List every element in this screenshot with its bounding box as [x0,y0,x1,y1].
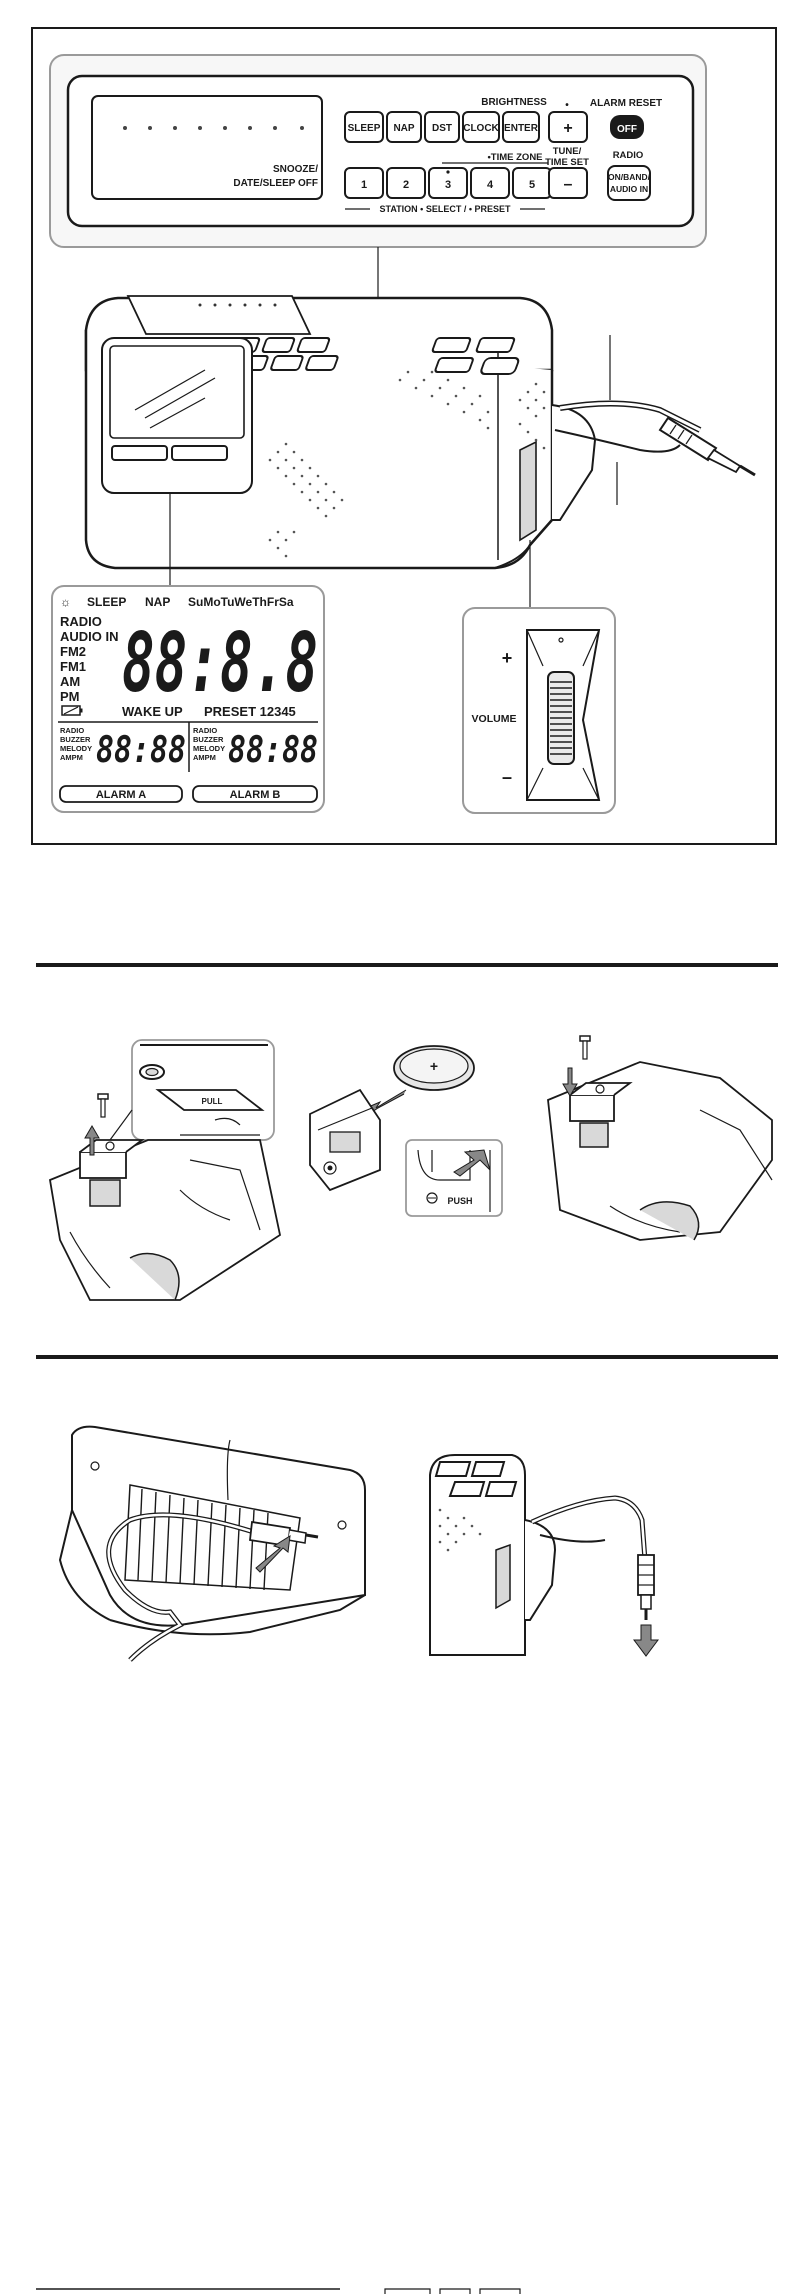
enter-button[interactable]: ENTER [502,111,540,143]
control-panel-detail: SNOOZE/ DATE/SLEEP OFF BRIGHTNESS • ALAR… [49,54,707,248]
off-button[interactable]: OFF [610,115,644,139]
alarm-b-label: ALARM B [230,789,281,801]
alarm-reset-label: ALARM RESET [590,98,662,109]
tune-label: TUNE/ [553,146,582,157]
svg-text:ENTER: ENTER [504,123,539,134]
svg-text:+: + [563,120,572,137]
lcd-source-pm: PM [60,689,80,704]
svg-text:RADIO: RADIO [60,726,84,735]
svg-text:BUZZER: BUZZER [193,735,224,744]
station-select-preset-label: STATION • SELECT / • PRESET [380,204,511,214]
coin-battery-plus: + [430,1058,438,1074]
volume-minus: – [502,767,512,787]
minus-button[interactable]: – [548,167,588,199]
lcd-source-radio: RADIO [60,614,102,629]
alarm-a-digits: 88:88 [96,730,186,771]
svg-text:ON/BAND/: ON/BAND/ [608,172,651,182]
audio-cable-side-view [429,1454,659,1657]
section-rule-1 [36,963,778,967]
svg-text:DST: DST [432,123,452,134]
lcd-source-audio-in: AUDIO IN [60,629,119,644]
svg-text:BUZZER: BUZZER [60,735,91,744]
volume-plus: + [502,648,513,668]
svg-text:2: 2 [403,179,409,191]
svg-text:AMPM: AMPM [193,753,216,762]
preset-button-2[interactable]: 2 [386,167,426,199]
svg-text:3: 3 [445,179,451,191]
svg-text:4: 4 [487,179,494,191]
lcd-big-digits: 88:8.8 [122,616,318,711]
clock-radio-illustration [84,295,756,570]
battery-step-2: + PUSH [309,1045,503,1217]
date-sleep-off-label: DATE/SLEEP OFF [233,178,318,189]
section-rule-2 [36,1355,778,1359]
svg-text:AUDIO IN: AUDIO IN [610,184,648,194]
svg-text:MELODY: MELODY [60,744,92,753]
svg-text:•: • [565,100,569,111]
preset-button-5[interactable]: 5 [512,167,552,199]
battery-step-3 [547,1035,773,1241]
lcd-wake-up: WAKE UP [122,704,183,719]
radio-on-band-button[interactable]: ON/BAND/AUDIO IN [607,165,651,201]
svg-text:RADIO: RADIO [193,726,217,735]
audio-cable-rear-view [58,1425,366,1662]
lcd-nap: NAP [145,595,170,609]
preset-button-1[interactable]: 1 [344,167,384,199]
svg-text:NAP: NAP [393,123,414,134]
lcd-display-detail: ☼ SLEEP NAP SuMoTuWeThFrSa RADIO AUDIO I… [51,585,325,813]
svg-text:1: 1 [361,179,367,191]
brightness-label: BRIGHTNESS [481,97,547,108]
svg-text:CLOCK: CLOCK [463,123,499,134]
plus-button[interactable]: + [548,111,588,143]
lcd-days: SuMoTuWeThFrSa [188,595,294,609]
lcd-source-fm1: FM1 [60,659,86,674]
sleep-button[interactable]: SLEEP [344,111,384,143]
lcd-source-fm2: FM2 [60,644,86,659]
brightness-sun-icon: ☼ [60,595,71,609]
snooze-label: SNOOZE/ [273,164,318,175]
volume-detail: + VOLUME – [462,607,616,814]
preset-button-3[interactable]: 3 [428,167,468,199]
alarm-b-digits: 88:88 [228,730,318,771]
display-dots [123,126,304,130]
dst-button[interactable]: DST [424,111,460,143]
svg-text:5: 5 [529,179,535,191]
push-label: PUSH [447,1196,472,1206]
alarm-b-block: RADIO BUZZER MELODY AMPM 88:88 [193,726,318,771]
preset-button-4[interactable]: 4 [470,167,510,199]
svg-text:OFF: OFF [617,124,637,135]
battery-icon [61,705,83,716]
clock-button[interactable]: CLOCK [462,111,500,143]
lcd-source-am: AM [60,674,80,689]
time-zone-label: •TIME ZONE [487,152,542,163]
radio-label: RADIO [613,150,644,161]
pull-label: PULL [202,1097,223,1106]
svg-text:SLEEP: SLEEP [348,123,381,134]
volume-wheel[interactable] [550,681,572,755]
alarm-a-block: RADIO BUZZER MELODY AMPM 88:88 [60,726,186,771]
lcd-preset: PRESET 12345 [204,704,296,719]
bottom-fragment [36,2288,521,2294]
lcd-sleep: SLEEP [87,595,126,609]
time-set-label: TIME SET [545,157,589,168]
svg-text:MELODY: MELODY [193,744,225,753]
nap-button[interactable]: NAP [386,111,422,143]
alarm-a-label: ALARM A [96,789,146,801]
svg-text:AMPM: AMPM [60,753,83,762]
figure-frame [31,27,777,845]
svg-text:–: – [564,176,573,193]
volume-label: VOLUME [472,713,517,725]
battery-step-1: PULL [48,1039,282,1301]
